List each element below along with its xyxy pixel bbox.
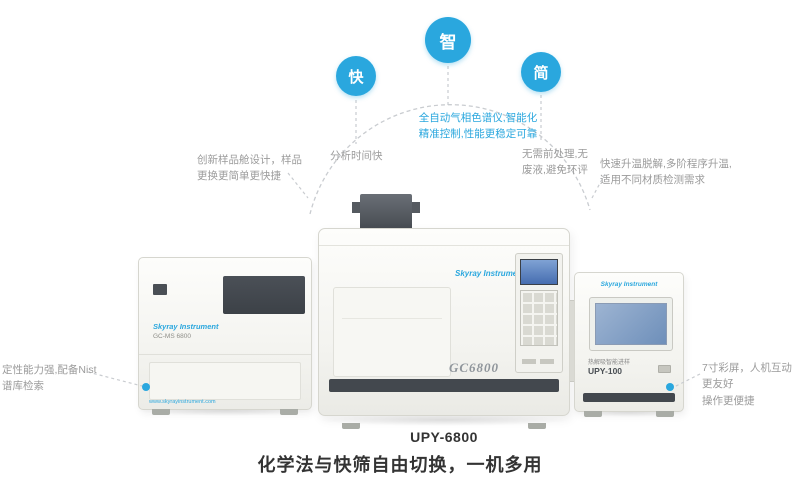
gcms-brand-label: Skyray Instrument [153,322,219,331]
upy100-housing: Skyray Instrument 热解吸智能进样 UPY-100 [574,272,684,412]
gc6800-control-panel [515,253,563,373]
instrument-gcms: Skyray Instrument GC-MS 6800 www.skyrayi… [138,257,312,415]
upy100-screen-bezel [589,297,673,351]
gc6800-buttons [522,359,536,364]
gc6800-oven-door [333,287,451,377]
tagline: 化学法与快筛自由切换，一机多用 [257,455,543,475]
gcms-seam [139,354,311,355]
callout-no-pretreatment: 无需前处理,无 废液,避免环评 [522,146,588,179]
callout-screen-line2: 操作更便捷 [702,394,755,407]
product-name: UPY-6800 [410,429,478,445]
callout-fast-heating: 快速升温脱解,多阶程序升温, 适用不同材质检测需求 [600,156,732,189]
callout-sample-design: 创新样品舱设计，样品 更换更简单更快捷 [197,152,302,185]
shadow-left-instrument [134,405,318,416]
callout-nist-text: 定性能力强,配备Nist谱库检索 [2,364,97,393]
callout-screen-line1: 7寸彩屏，人机互动更友好 [702,362,792,391]
upy100-brand-label: Skyray Instrument [600,281,658,288]
gcms-model-label: GC-MS 6800 [153,333,191,340]
callout-auto-gc: 全自动气相色谱仪,智能化 精准控制,性能更稳定可靠 [398,110,558,143]
upy100-foot-right [656,411,674,417]
gc6800-bottom-strip [329,379,559,392]
upy100-touchscreen [595,303,667,345]
callout-analysis-text: 分析时间快 [330,150,383,162]
callout-sample-line2: 更换更简单更快捷 [197,170,281,183]
gc6800-display-screen [520,259,558,285]
gcms-housing: Skyray Instrument GC-MS 6800 www.skyrayi… [138,257,312,410]
upy100-power-button [658,365,671,373]
gcms-vent [153,284,167,295]
callout-color-screen: 7寸彩屏，人机互动更友好 操作更便捷 [702,360,798,409]
upy100-foot-left [584,411,602,417]
upy100-bottom-strip [583,393,675,402]
gcms-foot-right [280,409,298,415]
gc6800-housing: Skyray Instrument GC6800 [318,228,570,416]
callout-heating-line1: 快速升温脱解,多阶程序升温, [600,158,732,170]
gc6800-model-logo: GC6800 [449,360,500,375]
upy100-model-label: UPY-100 [588,366,623,376]
gc6800-foot-right [528,423,546,429]
callout-nopre-line2: 废液,避免环评 [522,164,588,177]
instrument-gc6800: Skyray Instrument GC6800 [318,192,570,429]
badge-smart: 智 [425,17,471,63]
badge-fast: 快 [336,56,376,96]
gc6800-brand-label: Skyray Instrument [455,269,525,278]
callout-sample-line1: 创新样品舱设计，样品 [197,154,302,166]
gc6800-seam [319,245,569,246]
instrument-upy100: Skyray Instrument 热解吸智能进样 UPY-100 [574,272,684,417]
callout-nopre-line1: 无需前处理,无 [522,148,588,160]
callout-heating-line2: 适用不同材质检测需求 [600,174,705,187]
callout-nist-library: 定性能力强,配备Nist谱库检索 [2,362,98,395]
callout-auto-gc-line2: 精准控制,性能更稳定可靠 [418,128,538,141]
gcms-top-panel [223,276,305,314]
shadow-right-instrument [572,407,686,417]
gc6800-keypad [520,290,558,346]
callout-analysis-fast: 分析时间快 [330,148,383,164]
callout-auto-gc-line1: 全自动气相色谱仪,智能化 [418,112,538,124]
gcms-door [149,362,301,400]
badge-simple: 简 [521,52,561,92]
gc6800-chimney [352,194,420,232]
gcms-foot-left [152,409,170,415]
gc6800-foot-left [342,423,360,429]
upy100-type-label: 热解吸智能进样 [588,360,631,366]
shadow-middle-instrument [318,414,570,426]
gcms-website-label: www.skyrayinstrument.com [149,399,216,405]
